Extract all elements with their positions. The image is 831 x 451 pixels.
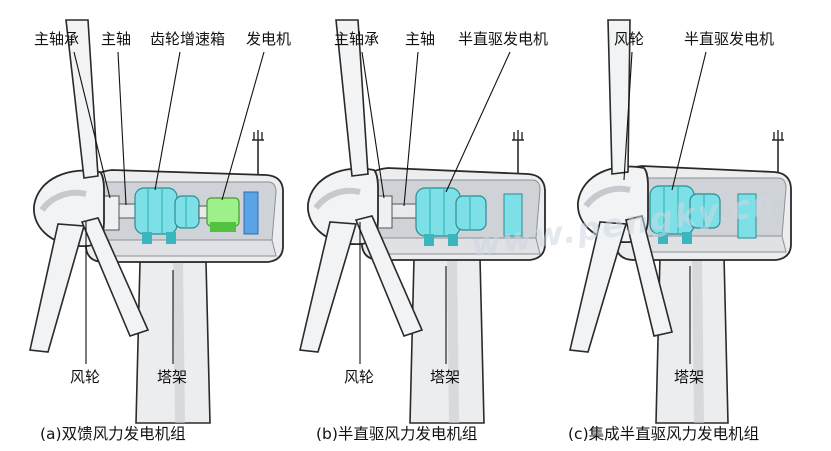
leader-lines-b xyxy=(359,51,511,364)
label-b-generator: 半直驱发电机 xyxy=(458,30,549,48)
leader-lines-c xyxy=(623,51,707,364)
main-bearing-a xyxy=(102,195,120,231)
semi-direct-generator-b xyxy=(415,187,487,246)
turbine-a xyxy=(29,19,284,424)
turbine-c xyxy=(569,19,792,424)
integrated-generator-c xyxy=(649,185,721,244)
blade-c-top xyxy=(607,19,631,175)
blade-a-lower-left xyxy=(29,223,86,353)
gearbox-a xyxy=(134,187,200,244)
caption-c: (c)集成半直驱风力发电机组 xyxy=(568,425,760,443)
caption-b: (b)半直驱风力发电机组 xyxy=(316,425,478,443)
main-shaft-b xyxy=(391,203,417,219)
blade-a-top xyxy=(65,19,99,179)
main-bearing-b xyxy=(377,195,393,229)
blade-c-lower-right xyxy=(625,215,673,337)
label-b-main-shaft: 主轴 xyxy=(405,30,436,48)
generator-a xyxy=(206,197,240,232)
tower-b xyxy=(409,257,485,424)
blade-b-lower-right xyxy=(354,215,424,337)
caption-a: (a)双馈风力发电机组 xyxy=(40,425,186,443)
blade-b-top xyxy=(335,19,369,177)
label-a-main-bearing: 主轴承 xyxy=(34,30,80,48)
label-c-generator: 半直驱发电机 xyxy=(684,30,775,48)
tower-c xyxy=(655,255,729,424)
blade-b-lower-left xyxy=(299,221,358,353)
label-a-main-shaft: 主轴 xyxy=(101,30,132,48)
blade-c-lower-left xyxy=(569,221,628,353)
label-b-tower: 塔架 xyxy=(430,368,461,386)
label-b-rotor: 风轮 xyxy=(344,368,375,386)
turbine-b xyxy=(299,19,546,424)
label-c-tower: 塔架 xyxy=(674,368,705,386)
label-a-gearbox: 齿轮增速箱 xyxy=(150,30,226,48)
label-a-generator: 发电机 xyxy=(246,30,292,48)
blade-a-lower-right xyxy=(80,217,150,337)
main-shaft-a xyxy=(118,203,136,219)
label-a-tower: 塔架 xyxy=(157,368,188,386)
label-a-rotor: 风轮 xyxy=(70,368,101,386)
leader-lines-a xyxy=(73,51,265,364)
label-c-rotor: 风轮 xyxy=(614,30,645,48)
label-b-main-bearing: 主轴承 xyxy=(334,30,380,48)
